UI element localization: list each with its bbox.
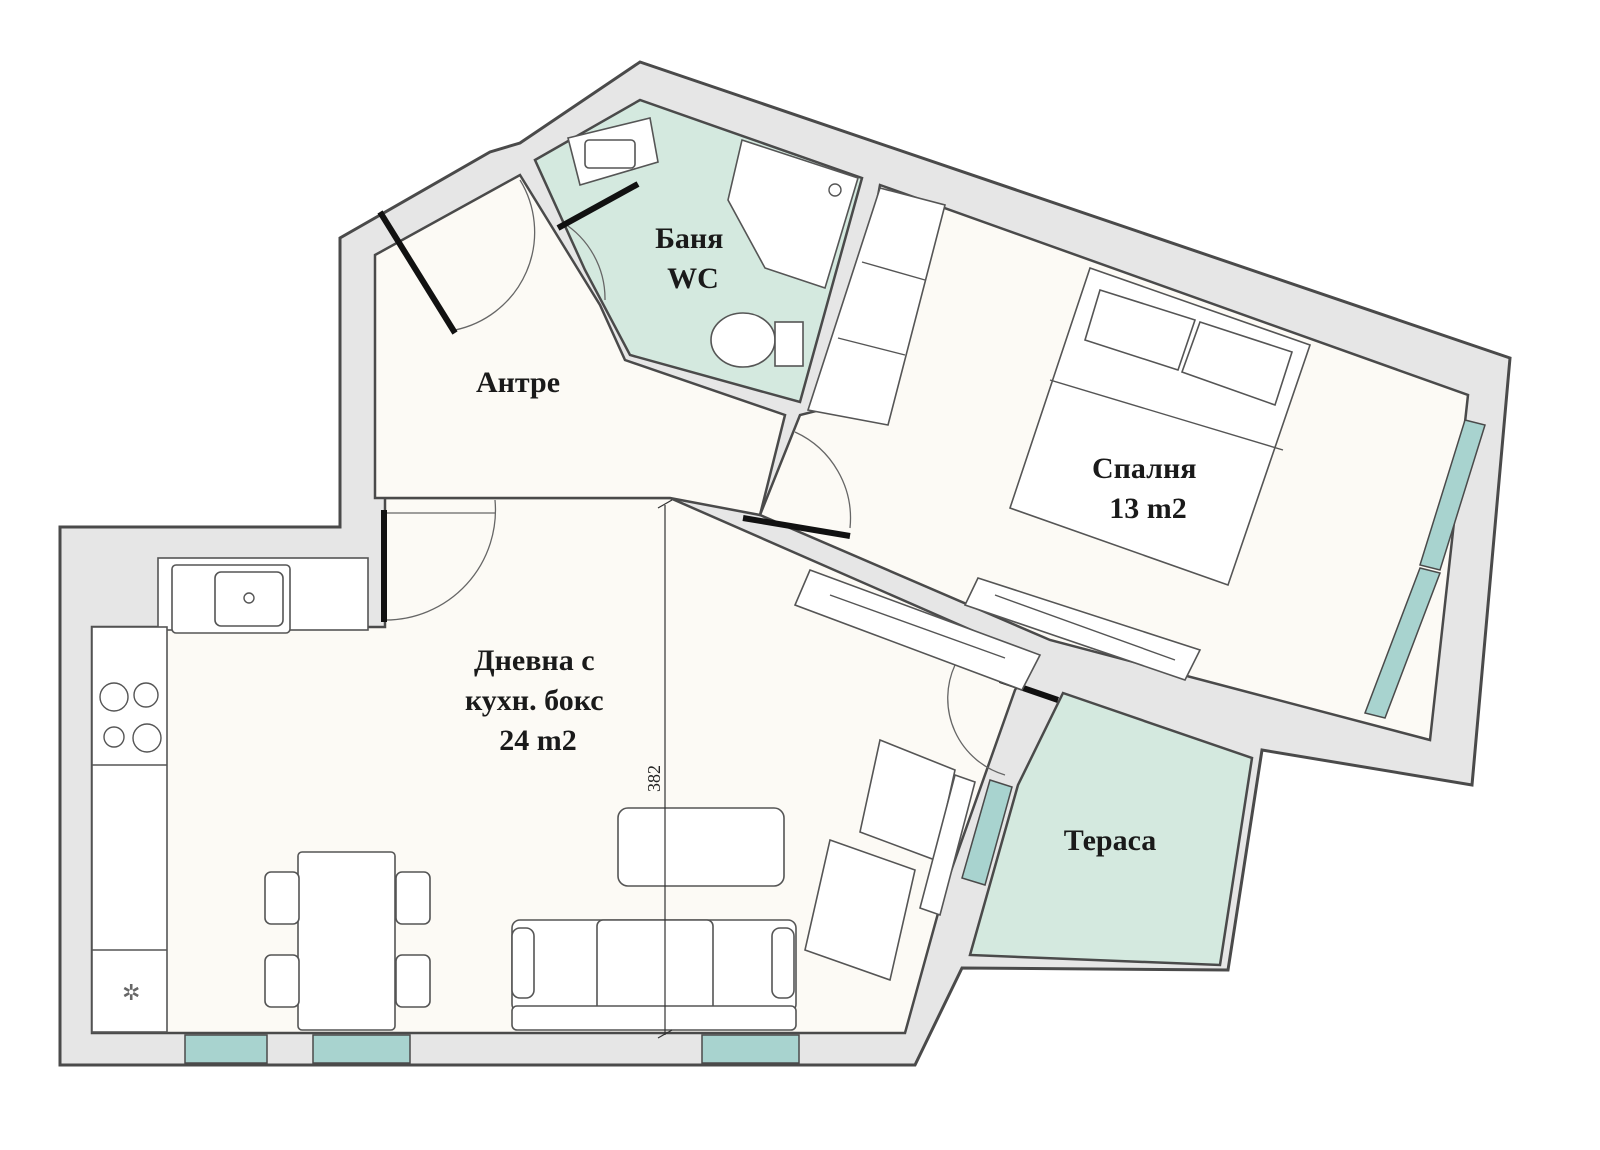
shower-drain [828, 183, 842, 197]
wardrobe-bedroom-rail [994, 594, 1176, 661]
wardrobe-living [793, 568, 1042, 691]
chair-left-1 [264, 871, 300, 925]
hob-ring-1 [99, 682, 129, 712]
dimension: 382 [644, 499, 673, 1039]
window-lounge [701, 1034, 800, 1064]
pillow-left [1084, 288, 1197, 372]
bath-sink-basin [584, 139, 636, 169]
door-bath-arc [561, 221, 606, 301]
chair-left-2 [264, 954, 300, 1008]
wardrobes [793, 187, 1202, 691]
shower-tray [727, 138, 859, 290]
door-terrace-arc [947, 664, 1006, 776]
kitchen-sink-drain [243, 592, 255, 604]
chair-right-1 [395, 871, 431, 925]
bathroom-fixtures [567, 117, 859, 368]
dining-table [297, 851, 396, 1031]
label-bedroom: Спалня 13 m2 [1092, 452, 1204, 525]
hob-ring-4 [132, 723, 162, 753]
bedroom-furniture [1008, 266, 1312, 587]
wardrobe-living-rail [829, 594, 1006, 659]
label-bathroom: Баня WC [655, 222, 731, 295]
coffee-table [617, 807, 785, 887]
window-dining [312, 1034, 411, 1064]
armchair-2 [804, 838, 916, 982]
pillow-right [1180, 320, 1294, 407]
hob-ring-3 [103, 726, 125, 748]
sofa-arm-left [511, 927, 535, 999]
dimension-tick-top [657, 499, 673, 509]
door-bedroom-leaf [742, 515, 851, 539]
door-entrance-arc [454, 179, 536, 331]
floor-terrace [968, 691, 1254, 967]
dimension-label: 382 [644, 765, 664, 792]
sofa-arm-right [771, 927, 795, 999]
sofa-seat [596, 919, 714, 1013]
window-terrace-door [961, 779, 1013, 886]
bedroom-storage [806, 187, 946, 426]
windows [184, 419, 1486, 1064]
label-antre: Антре [476, 366, 560, 399]
toilet-tank [774, 321, 804, 367]
dimension-tick-bottom [657, 1029, 673, 1039]
chair-right-2 [395, 954, 431, 1008]
window-bedroom-2 [1363, 567, 1442, 719]
sofa-base [511, 1005, 797, 1031]
lounge [511, 738, 976, 1031]
door-entrance-leaf [377, 210, 458, 335]
bed-blanket-edge [1049, 379, 1284, 451]
label-living: Дневна с кухн. бокс 24 m2 [465, 644, 611, 757]
wardrobe-bedroom [963, 577, 1202, 681]
toilet-bowl [710, 312, 776, 368]
kitchen-sink-basin [214, 571, 284, 627]
room-labels: Антре Баня WC Спалня 13 m2 Дневна с кухн… [465, 222, 1204, 857]
door-living-arc [384, 499, 497, 621]
kitchen-counter-side [91, 626, 168, 1033]
door-bath-leaf [556, 181, 640, 231]
floor-antre [373, 173, 787, 517]
door-bedroom-arc [794, 431, 852, 529]
bedroom-storage-shelf-2 [837, 337, 906, 356]
fan-icon: ✲ [122, 981, 140, 1006]
armchair-side [919, 773, 976, 917]
dining-set [264, 851, 431, 1031]
doors [377, 179, 1059, 776]
window-bedroom-1 [1419, 419, 1486, 571]
hob-ring-2 [133, 682, 159, 708]
kitchen: ✲ [91, 557, 369, 1033]
window-kitchen [184, 1034, 268, 1064]
bedroom-storage-shelf-1 [861, 261, 926, 281]
label-terrace: Тераса [1064, 824, 1157, 857]
